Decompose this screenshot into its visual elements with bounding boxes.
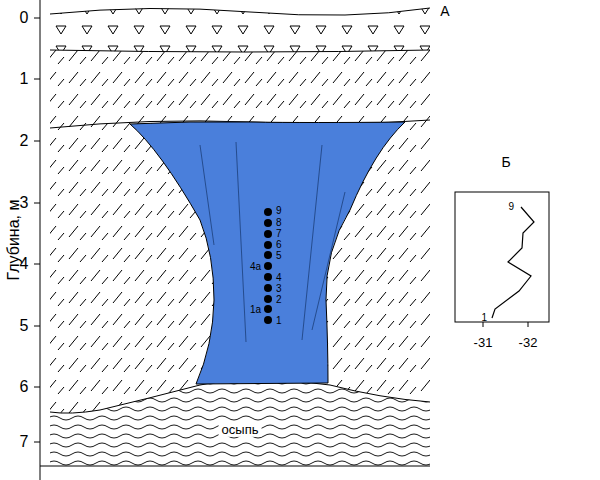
tick-label: 0 — [20, 9, 29, 27]
tick-label: 6 — [20, 378, 29, 396]
sample-dots — [264, 208, 272, 324]
sample-number: 1 — [276, 315, 282, 326]
tick-label: 4 — [20, 255, 29, 273]
layer-name: осыпь — [219, 423, 262, 437]
inset-point: 1 — [481, 312, 487, 323]
sample-number: 8 — [276, 217, 282, 228]
panel-letter: А — [440, 4, 449, 19]
tick-label: 2 — [20, 132, 29, 150]
inset-point: 9 — [508, 201, 514, 212]
ice-wedge — [130, 122, 405, 384]
sample-number: 2 — [276, 294, 282, 305]
sample-number: 4а — [250, 261, 261, 272]
tick-label: 7 — [20, 433, 29, 451]
sample-number: 4 — [276, 272, 282, 283]
sample-number: 1а — [250, 304, 261, 315]
soil-layer — [50, 8, 430, 52]
sample-number: 9 — [276, 205, 282, 216]
scree-boundary — [50, 380, 430, 413]
sample-number: 5 — [276, 250, 282, 261]
isotope-curve — [492, 207, 534, 318]
panel-letter: Б — [501, 155, 510, 170]
sample-number: 3 — [276, 283, 282, 294]
ground-surface — [50, 8, 430, 15]
inset-tick: -31 — [474, 336, 493, 350]
sample-number: 6 — [276, 239, 282, 250]
loam-layer — [50, 50, 430, 413]
tick-label: 1 — [20, 70, 29, 88]
tick-label: 5 — [20, 317, 29, 335]
tick-label: 3 — [20, 194, 29, 212]
depth-axis — [40, 0, 41, 480]
inset-tick: -32 — [519, 336, 538, 350]
sample-number: 7 — [276, 228, 282, 239]
scree-layer — [50, 380, 430, 466]
inset-frame — [455, 192, 549, 322]
